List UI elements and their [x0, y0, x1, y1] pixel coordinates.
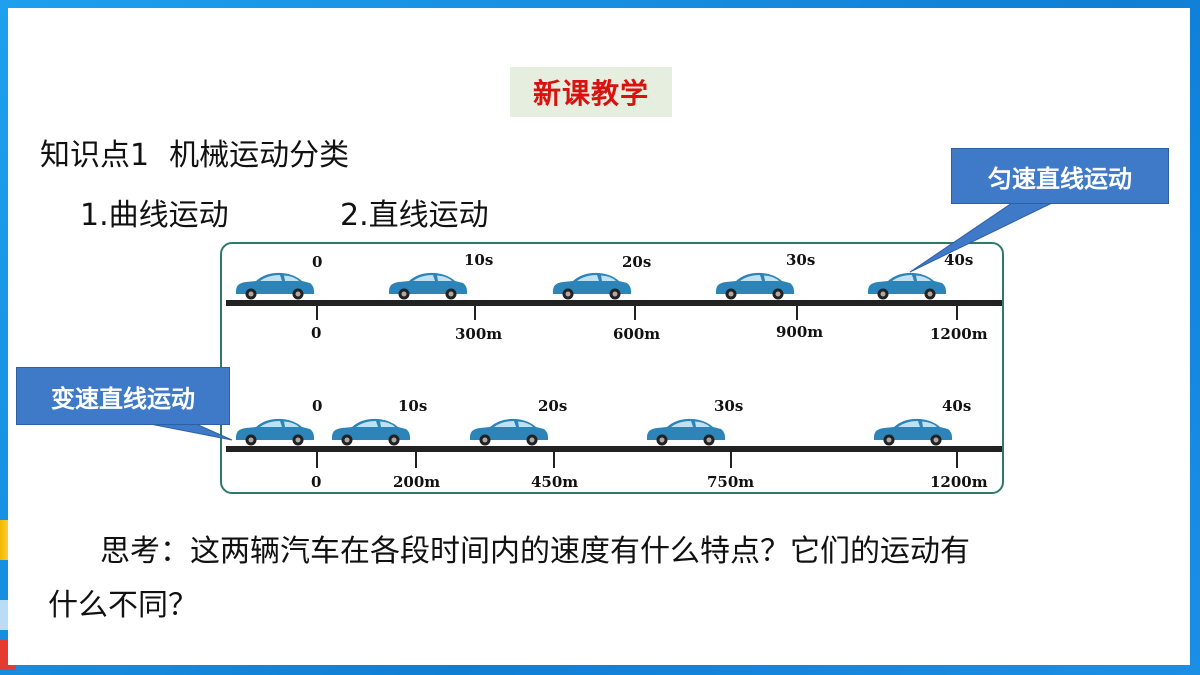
- distance-tick: [730, 452, 732, 468]
- car-icon: [647, 418, 725, 446]
- time-label: 20s: [538, 397, 568, 415]
- time-label: 10s: [398, 397, 428, 415]
- distance-tick: [316, 304, 318, 320]
- distance-label: 450m: [531, 473, 579, 491]
- item-rectilinear: 2.直线运动: [340, 198, 489, 233]
- distance-label: 750m: [707, 473, 755, 491]
- question-text-line2: 什么不同？: [48, 588, 198, 623]
- distance-tick: [415, 452, 417, 468]
- car-icon: [236, 272, 314, 300]
- car-icon: [716, 272, 794, 300]
- distance-tick: [956, 452, 958, 468]
- time-label: 40s: [944, 251, 974, 269]
- distance-label: 1200m: [930, 325, 988, 343]
- distance-tick: [553, 452, 555, 468]
- distance-label: 200m: [393, 473, 441, 491]
- time-label: 0: [312, 253, 323, 271]
- distance-label: 600m: [613, 325, 661, 343]
- car-icon: [236, 418, 314, 446]
- knowledge-point-title: 机械运动分类: [169, 138, 350, 173]
- time-label: 30s: [786, 251, 816, 269]
- section-title: 新课教学: [510, 67, 672, 117]
- distance-label: 1200m: [930, 473, 988, 491]
- road-variable: [226, 446, 1002, 452]
- distance-label: 300m: [455, 325, 503, 343]
- callout-variable-motion: 变速直线运动: [16, 367, 230, 425]
- distance-tick: [634, 304, 636, 320]
- distance-tick: [956, 304, 958, 320]
- distance-label: 0: [311, 324, 322, 342]
- knowledge-point-label: 知识点1: [40, 138, 150, 173]
- car-icon: [332, 418, 410, 446]
- distance-tick: [316, 452, 318, 468]
- distance-tick: [796, 304, 798, 320]
- car-icon: [389, 272, 467, 300]
- distance-label: 900m: [776, 323, 824, 341]
- car-icon: [868, 272, 946, 300]
- car-icon: [874, 418, 952, 446]
- time-label: 30s: [714, 397, 744, 415]
- distance-label: 0: [311, 473, 322, 491]
- question-text-line1: 思考：这两辆汽车在各段时间内的速度有什么特点？它们的运动有: [100, 534, 970, 569]
- time-label: 20s: [622, 253, 652, 271]
- knowledge-point-heading: 知识点1 机械运动分类: [40, 130, 349, 174]
- time-label: 10s: [464, 251, 494, 269]
- road-uniform: [226, 300, 1002, 306]
- time-label: 0: [312, 397, 323, 415]
- distance-tick: [474, 304, 476, 320]
- car-icon: [470, 418, 548, 446]
- time-label: 40s: [942, 397, 972, 415]
- item-curvilinear: 1.曲线运动: [80, 198, 229, 233]
- car-icon: [553, 272, 631, 300]
- callout-uniform-motion: 匀速直线运动: [951, 148, 1169, 204]
